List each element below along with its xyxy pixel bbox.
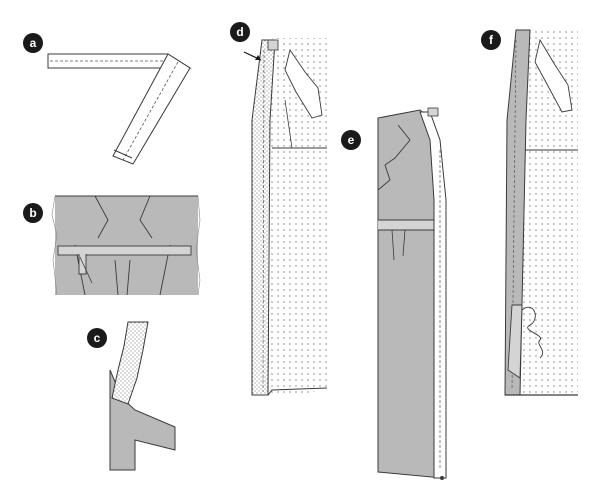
bodice-panel bbox=[55, 196, 198, 295]
step-a-badge: a bbox=[23, 33, 43, 53]
facing-edge bbox=[419, 111, 447, 479]
step-f-label: f bbox=[489, 33, 494, 47]
step-c-label: c bbox=[94, 331, 101, 345]
step-b-badge: b bbox=[23, 203, 43, 223]
wavy-cut-edge bbox=[521, 306, 544, 359]
step-d-label: d bbox=[236, 25, 243, 39]
step-d-badge: d bbox=[230, 22, 250, 42]
garment-back-panel bbox=[268, 38, 327, 398]
step-a-label: a bbox=[30, 36, 37, 50]
step-e-badge: e bbox=[341, 130, 361, 150]
step-a-diagram bbox=[47, 53, 192, 165]
garment-back-panel-f bbox=[512, 30, 578, 396]
step-d-diagram bbox=[243, 38, 328, 398]
strip-diagonal bbox=[112, 53, 191, 165]
step-e-diagram bbox=[377, 107, 447, 480]
waist-tie bbox=[57, 245, 192, 256]
step-b-diagram bbox=[51, 195, 201, 296]
step-b-label: b bbox=[29, 206, 36, 220]
step-c-badge: c bbox=[87, 328, 107, 348]
folded-hem-corner bbox=[507, 304, 523, 379]
step-c-diagram bbox=[109, 321, 176, 471]
binding-strip bbox=[111, 321, 149, 405]
step-e-label: e bbox=[348, 133, 355, 147]
step-f-diagram bbox=[504, 29, 578, 396]
step-f-badge: f bbox=[481, 30, 501, 50]
